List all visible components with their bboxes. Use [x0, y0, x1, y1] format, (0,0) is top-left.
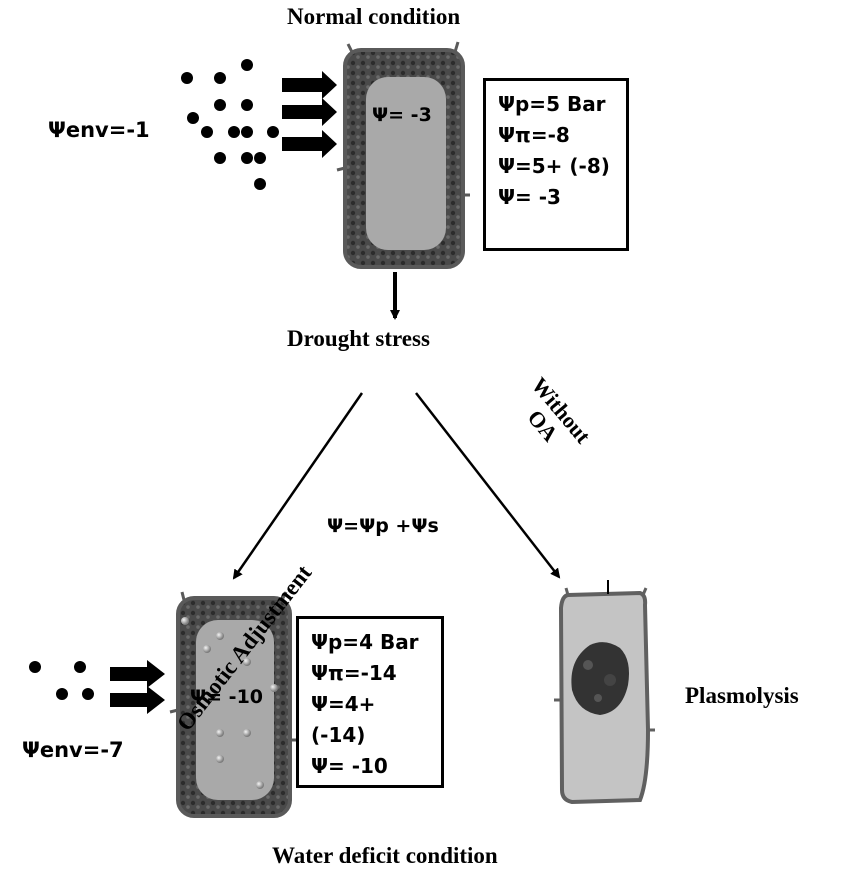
env-potential-deficit: Ψenv=-7: [22, 738, 124, 762]
info-line: Ψπ=-14: [311, 661, 397, 685]
normal-cell: [336, 41, 470, 269]
info-line: Ψ= -3: [498, 185, 561, 209]
info-line: Ψp=4 Bar: [311, 630, 419, 654]
plasmolysed-cell: [554, 580, 655, 805]
info-box-deficit: Ψp=4 Bar Ψπ=-14 Ψ=4+ (-14) Ψ= -10: [296, 616, 444, 788]
label-plasmolysis: Plasmolysis: [685, 683, 799, 708]
info-line: Ψπ=-8: [498, 123, 570, 147]
water-molecules-deficit: [29, 661, 94, 700]
influx-arrows-deficit: [110, 660, 165, 714]
title-normal-condition: Normal condition: [287, 4, 461, 29]
info-line: Ψp=5 Bar: [498, 92, 606, 116]
cell-potential-deficit: Ψ= -10: [190, 686, 264, 708]
arrow-osmotic-adjustment: [232, 392, 364, 580]
water-molecules-normal: [181, 59, 279, 190]
solute-beads: [181, 617, 278, 789]
cell-potential-normal: Ψ= -3: [372, 104, 432, 126]
info-line: Ψ=4+ (-14): [311, 692, 376, 747]
arrow-without-oa: [415, 392, 561, 579]
water-potential-formula: Ψ=Ψp +Ψs: [327, 515, 439, 537]
info-line: Ψ= -10: [311, 754, 388, 778]
influx-arrows-normal: [282, 71, 337, 158]
title-water-deficit-condition: Water deficit condition: [272, 843, 498, 868]
info-box-normal: Ψp=5 Bar Ψπ=-8 Ψ=5+ (-8) Ψ= -3: [483, 78, 629, 251]
title-drought-stress: Drought stress: [287, 326, 430, 351]
env-potential-normal: Ψenv=-1: [48, 118, 150, 142]
info-line: Ψ=5+ (-8): [498, 154, 610, 178]
